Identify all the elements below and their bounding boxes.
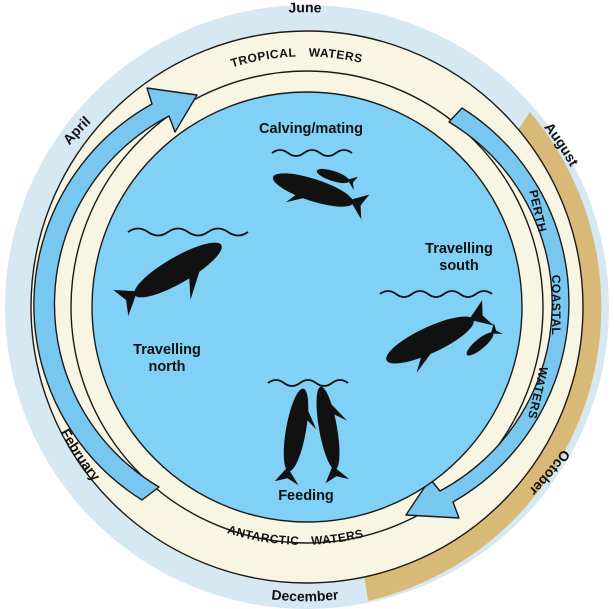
stage-calving-mating: Calving/mating xyxy=(259,121,363,137)
whale-north-icon xyxy=(113,242,222,316)
whale-calving-calf-icon xyxy=(316,168,358,191)
perth-season-band xyxy=(364,112,602,601)
whale-feeding-left-icon xyxy=(274,388,317,486)
stage-travelling-north-2: north xyxy=(148,359,185,375)
whale-feeding-right-icon xyxy=(316,386,350,484)
zone-perth-coastal: COASTAL xyxy=(549,275,563,336)
stage-travelling-south-1: Travelling xyxy=(425,241,493,257)
stage-travelling-north-1: Travelling xyxy=(133,342,201,358)
ocean-disc xyxy=(91,91,523,523)
svg-text:June: June xyxy=(288,0,322,16)
svg-text:December: December xyxy=(271,586,340,604)
migration-track-inner-line xyxy=(70,70,544,544)
whale-calving-adult-icon xyxy=(272,173,370,220)
month-december: December xyxy=(271,586,340,604)
wave-calving xyxy=(271,149,353,157)
wave-feeding xyxy=(267,379,349,387)
south-arrow xyxy=(405,107,570,519)
stage-feeding: Feeding xyxy=(278,488,334,504)
north-arrow xyxy=(33,87,198,501)
whale-south-calf-icon xyxy=(466,323,503,356)
wave-south xyxy=(379,290,493,298)
month-june: June xyxy=(288,0,322,16)
wave-north xyxy=(127,227,249,237)
stage-travelling-south-2: south xyxy=(439,258,478,274)
